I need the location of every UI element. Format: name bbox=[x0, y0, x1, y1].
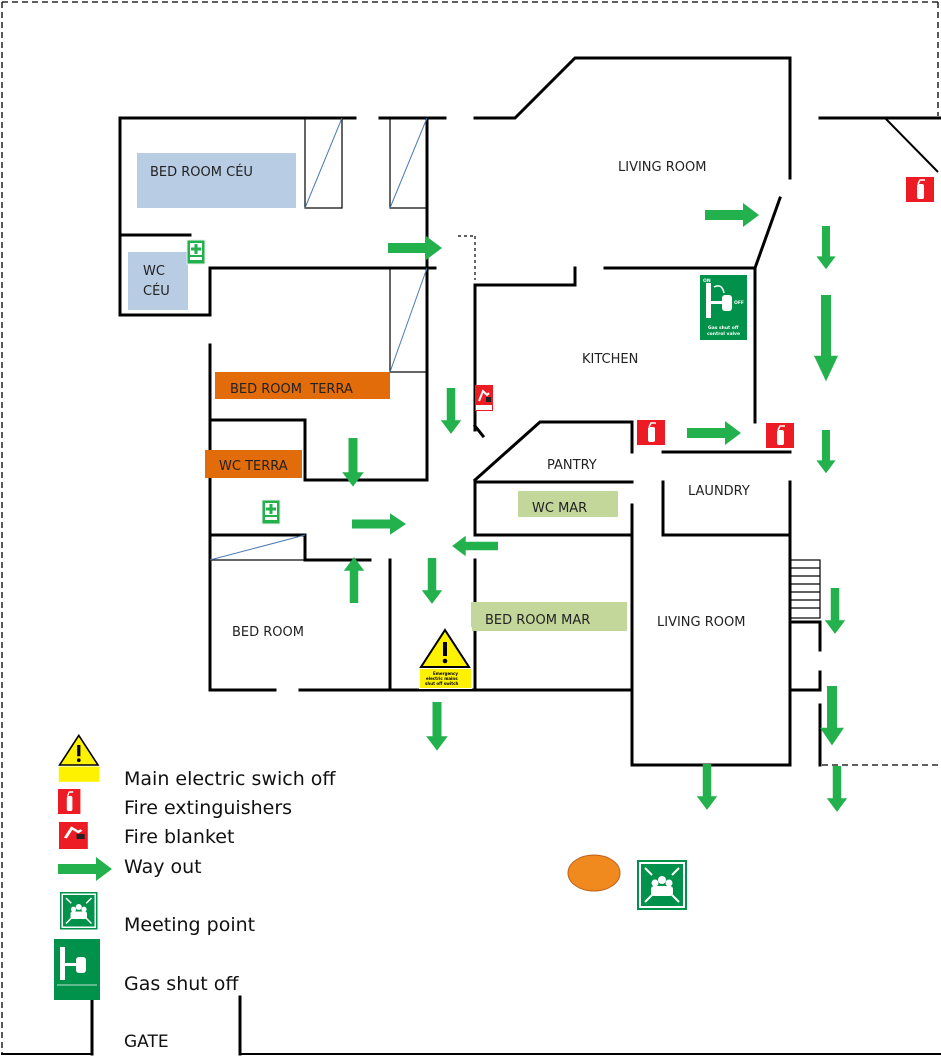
legend-fire-blanket-icon bbox=[59, 822, 88, 849]
exit-arrow-icon bbox=[820, 686, 844, 746]
wardrobes bbox=[209, 117, 428, 561]
room-label-laundry: LAUNDRY bbox=[688, 484, 750, 499]
first-aid-icon bbox=[186, 239, 206, 265]
wc-terra-fill bbox=[205, 450, 302, 478]
gate-label: GATE bbox=[124, 1032, 169, 1052]
exit-arrow-icon bbox=[814, 295, 838, 382]
gas-sign-text: Gas shut off bbox=[708, 325, 739, 331]
wc-mar-fill bbox=[518, 491, 618, 517]
meeting-point-icon bbox=[636, 859, 688, 911]
room-label-bed-room-mar: BED ROOM MAR bbox=[485, 613, 590, 628]
exit-arrow-icon bbox=[696, 764, 718, 810]
legend-meeting-point-icon bbox=[59, 891, 99, 931]
exit-arrow-icon bbox=[421, 558, 443, 604]
gas-sign-text-2: control valve bbox=[707, 331, 740, 337]
room-label-kitchen: KITCHEN bbox=[582, 352, 638, 367]
room-label-wc-mar: WC MAR bbox=[532, 501, 587, 516]
electric-sign-text: Emergency bbox=[433, 671, 458, 676]
fire-extinguisher-icon bbox=[905, 176, 935, 203]
wc-ceu-fill bbox=[128, 252, 188, 310]
meeting-point-marker bbox=[567, 854, 621, 892]
legend-label-gas: Gas shut off bbox=[124, 973, 239, 995]
stairs bbox=[789, 559, 821, 619]
room-label-wc-terra: WC TERRA bbox=[219, 459, 288, 474]
exit-arrow-icon bbox=[440, 388, 462, 434]
exit-arrow-icon bbox=[826, 766, 848, 812]
fire-extinguisher-icon bbox=[636, 419, 666, 446]
room-label-pantry: PANTRY bbox=[547, 458, 597, 473]
legend-label-way-out: Way out bbox=[124, 856, 202, 878]
electric-sign-text-2: electric mains bbox=[426, 676, 458, 681]
electric-sign-text-3: shut off switch bbox=[425, 681, 458, 686]
first-aid-icon bbox=[261, 499, 281, 525]
bed-room-mar-fill bbox=[471, 602, 627, 631]
exit-arrow-icon bbox=[687, 421, 741, 445]
legend-label-extinguisher: Fire extinguishers bbox=[124, 797, 292, 819]
exit-arrow-icon bbox=[343, 557, 365, 603]
room-label-bed-room-ceu: BED ROOM CÉU bbox=[150, 164, 253, 180]
exit-arrow-icon bbox=[816, 430, 836, 474]
exit-arrow-icon bbox=[452, 535, 498, 557]
bed-room-ceu-fill bbox=[137, 153, 296, 208]
legend-label-meeting-point: Meeting point bbox=[124, 914, 255, 936]
gas-off-text: OFF bbox=[734, 300, 744, 306]
exit-arrow-icon bbox=[352, 513, 406, 535]
legend-label-blanket: Fire blanket bbox=[124, 826, 234, 848]
exit-arrow-icon bbox=[388, 236, 442, 260]
room-label-bed-room: BED ROOM bbox=[232, 625, 304, 640]
room-label-wc-ceu-2: CÉU bbox=[143, 283, 170, 299]
legend: Main electric swich off Fire extinguishe… bbox=[54, 733, 336, 1000]
legend-gas-shutoff-icon bbox=[54, 939, 100, 1000]
exit-arrow-icon bbox=[816, 226, 836, 270]
room-label-wc-ceu: WC bbox=[143, 264, 165, 279]
fire-blanket-icon bbox=[475, 385, 493, 411]
legend-arrow-right-icon bbox=[58, 857, 112, 881]
exit-arrow-icon bbox=[705, 203, 759, 227]
room-label-living-room-top: LIVING ROOM bbox=[618, 160, 706, 175]
electric-warning-icon: Emergency electric mains shut off switch bbox=[419, 627, 472, 689]
exit-arrow-icon bbox=[426, 702, 448, 751]
exit-arrow-icon bbox=[824, 588, 846, 634]
gas-shutoff-icon: ON OFF Gas shut off control valve bbox=[700, 275, 747, 340]
room-label-bed-room-terra: BED ROOM TERRA bbox=[230, 382, 353, 397]
room-label-living-room-bottom: LIVING ROOM bbox=[657, 615, 745, 630]
legend-electric-warning-icon bbox=[58, 733, 101, 783]
fire-extinguisher-icon bbox=[765, 422, 795, 449]
gas-on-text: ON bbox=[703, 278, 711, 284]
legend-label-electric: Main electric swich off bbox=[124, 768, 336, 790]
legend-fire-extinguisher-icon bbox=[57, 788, 82, 815]
bed-room-terra-fill bbox=[215, 372, 390, 399]
